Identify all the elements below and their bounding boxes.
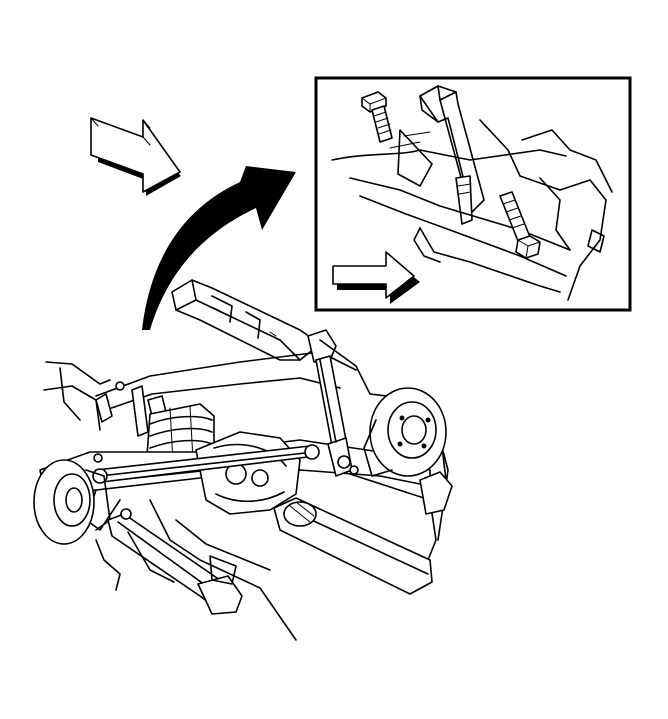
- curved-arrow-icon: [142, 166, 296, 330]
- mount-bolts: [93, 381, 359, 520]
- inset-nut-icon: [499, 191, 541, 259]
- track-bar: [92, 444, 320, 484]
- underbody-crossmember: [95, 499, 297, 641]
- location-arrow-icon: [90, 117, 181, 196]
- lower-control-arm: [107, 513, 243, 615]
- inset-bracket: [419, 85, 485, 225]
- right-brake-rotor: [363, 387, 447, 477]
- driveshaft: [273, 497, 433, 595]
- rear-suspension-assembly: [33, 279, 453, 641]
- detail-inset: [314, 76, 632, 312]
- left-brake-rotor: [33, 459, 111, 545]
- inset-frame-rail: [331, 119, 613, 301]
- left-frame-rail: [43, 351, 357, 431]
- inset-bolt-icon: [361, 91, 393, 143]
- differential-housing: [195, 431, 301, 515]
- inset-location-arrow-icon: [332, 251, 420, 304]
- frame-crossmember: [171, 279, 321, 361]
